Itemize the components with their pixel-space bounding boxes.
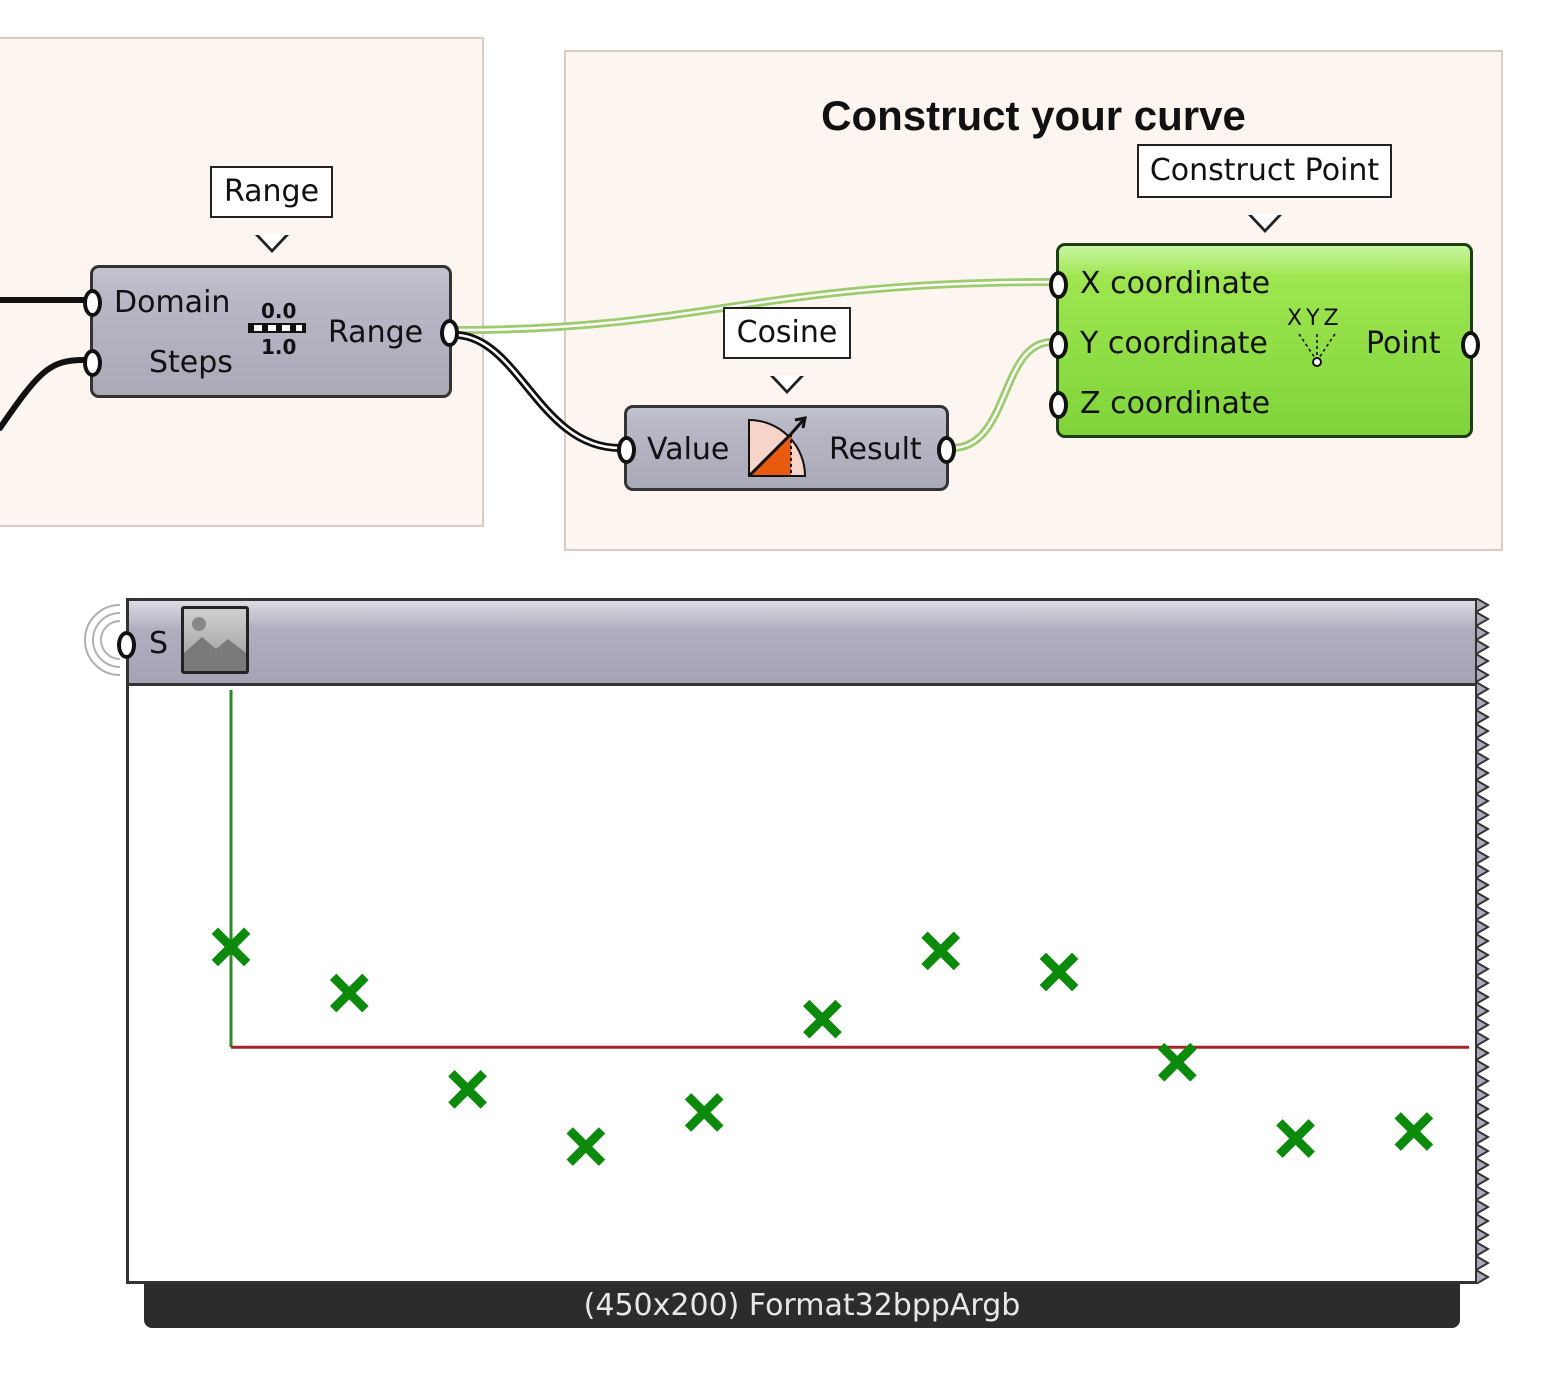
s-input-label: S: [149, 626, 169, 661]
scatter-point: [1276, 1119, 1315, 1158]
domain-input-port[interactable]: [83, 289, 102, 317]
construct-point-tag: Construct Point: [1137, 144, 1392, 233]
cosine-icon: [747, 416, 807, 478]
cosine-tag-label: Cosine: [736, 315, 838, 350]
x-coordinate-label: X coordinate: [1080, 266, 1271, 301]
image-viewer[interactable]: S: [117, 598, 1478, 1284]
y-coordinate-input-port[interactable]: [1049, 331, 1068, 359]
s-input-port[interactable]: [117, 631, 136, 659]
construct-point-component[interactable]: X coordinate Y coordinate Z coordinate P…: [1049, 243, 1480, 438]
range-icon-bar: [248, 323, 306, 333]
range-output-port[interactable]: [440, 319, 459, 347]
domain-input-label: Domain: [114, 285, 231, 320]
steps-input-label: Steps: [149, 345, 233, 380]
scatter-point: [921, 931, 961, 971]
wires-layer-over-group: [0, 297, 87, 431]
image-viewer-header[interactable]: S: [117, 601, 1475, 686]
scatter-point: [1157, 1042, 1197, 1082]
cosine-tag: Cosine: [723, 307, 851, 394]
scatter-point: [329, 973, 369, 1013]
construct-point-tag-label: Construct Point: [1149, 153, 1380, 188]
z-coordinate-label: Z coordinate: [1080, 386, 1271, 421]
z-coordinate-input-port[interactable]: [1049, 391, 1068, 419]
wireless-receiver-icon: [84, 604, 121, 676]
scatter-plot: [211, 690, 1469, 1166]
range-icon-bottom-value: 1.0: [261, 335, 297, 359]
range-tag: Range: [210, 166, 333, 253]
value-input-port[interactable]: [617, 436, 636, 464]
scatter-point: [448, 1069, 487, 1109]
cosine-component[interactable]: Value Result: [617, 405, 956, 491]
scatter-point: [1394, 1112, 1434, 1151]
panel-right-edge: [1476, 598, 1490, 1284]
scatter-point: [1039, 952, 1079, 992]
scatter-point: [566, 1127, 606, 1166]
range-component[interactable]: Domain Steps Range 0.0 1.0: [83, 265, 459, 398]
scatter-point: [211, 927, 251, 967]
range-output-label: Range: [328, 315, 424, 350]
steps-input-port[interactable]: [83, 349, 102, 377]
image-status-bar: (450x200) Format32bppArgb: [144, 1284, 1460, 1328]
group-title: Construct your curve: [821, 92, 1246, 139]
point-output-label: Point: [1366, 326, 1441, 361]
xyz-point-icon: XYZ: [1285, 306, 1349, 372]
result-output-label: Result: [829, 432, 922, 467]
result-output-port[interactable]: [937, 436, 956, 464]
wires-layer-top: [454, 278, 1056, 452]
y-coordinate-label: Y coordinate: [1080, 326, 1268, 361]
range-icon: 0.0 1.0: [245, 299, 309, 361]
image-icon: [181, 606, 249, 674]
scatter-point: [803, 999, 842, 1039]
range-tag-label: Range: [223, 174, 320, 209]
value-input-label: Value: [647, 432, 730, 467]
range-icon-top-value: 0.0: [261, 299, 297, 323]
scatter-point: [684, 1093, 724, 1132]
xyz-icon-text: XYZ: [1287, 306, 1343, 331]
x-coordinate-input-port[interactable]: [1049, 271, 1068, 299]
point-output-port[interactable]: [1461, 331, 1480, 359]
